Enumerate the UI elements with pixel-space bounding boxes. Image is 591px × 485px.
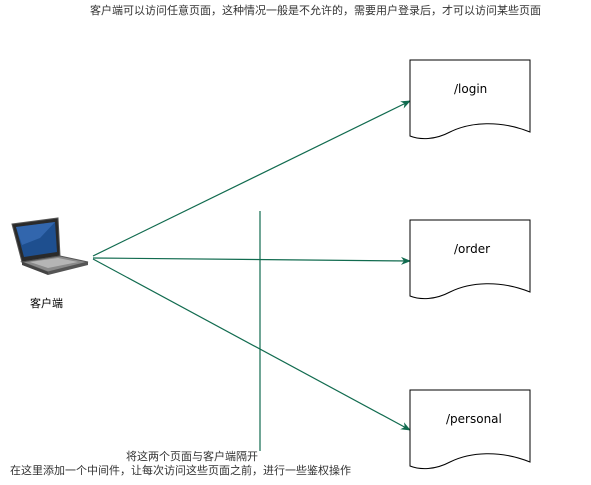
separator-note-line1: 将这两个页面与客户端隔开 xyxy=(126,450,258,463)
page-personal-label: /personal xyxy=(446,412,502,426)
page-login-label: /login xyxy=(454,82,488,96)
top-note: 客户端可以访问任意页面，这种情况一般是不允许的，需要用户登录后，才可以访问某些页… xyxy=(90,4,541,17)
separator-note-line2: 在这里添加一个中间件，让每次访问这些页面之前，进行一些鉴权操作 xyxy=(10,464,351,477)
laptop-icon xyxy=(11,217,89,275)
arrow-to-personal xyxy=(92,258,411,431)
arrow-to-order xyxy=(92,256,411,265)
page-order-shape xyxy=(409,219,531,300)
page-login-shape xyxy=(409,59,531,140)
arrow-to-login xyxy=(92,100,411,257)
page-personal-shape xyxy=(409,389,531,470)
page-order-label: /order xyxy=(454,242,491,256)
client-label: 客户端 xyxy=(30,297,63,310)
